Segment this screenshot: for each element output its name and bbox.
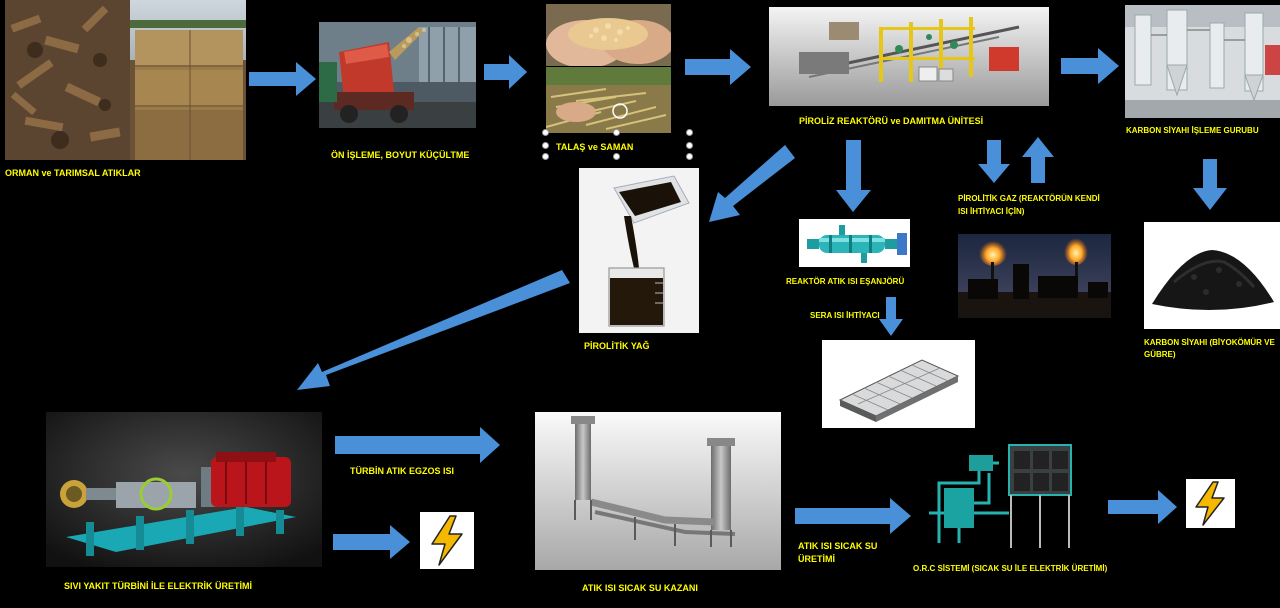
arrow-reactor-to-gas (978, 140, 1010, 183)
arrow-turbine-to-electricity (333, 525, 410, 559)
forest-waste-photo (5, 0, 246, 160)
pretreatment-machine-photo (319, 22, 476, 128)
arrow-sawdust-to-reactor (685, 49, 751, 85)
label-pyrolytic-oil: PİROLİTİK YAĞ (584, 341, 650, 351)
arrow-carbon-plant-to-product (1193, 159, 1227, 210)
label-orc-system: O.R.C SİSTEMİ (SICAK SU İLE ELEKTRİK ÜRE… (913, 564, 1108, 573)
arrow-turbine-exhaust-to-boiler (335, 427, 500, 463)
waste-heat-boiler-render (535, 412, 781, 570)
selection-handle[interactable] (613, 153, 620, 160)
arrow-pretreatment-to-sawdust (484, 55, 527, 89)
label-carbon-black-product: KARBON SİYAHI (BİYOKÖMÜR VE GÜBRE) (1144, 338, 1275, 359)
selection-handle[interactable] (686, 129, 693, 136)
arrow-reactor-to-heat-exchanger (836, 140, 871, 212)
lightning-bolt-icon (1195, 481, 1225, 526)
arrow-waste-to-pretreatment (249, 62, 316, 96)
arrow-reactor-to-oil (709, 145, 795, 222)
selection-handle[interactable] (542, 142, 549, 149)
arrow-oil-to-turbine (297, 270, 570, 390)
pyrolytic-oil-photo (579, 168, 699, 333)
label-turbine-exhaust: TÜRBİN ATIK EGZOS ISI (350, 466, 455, 476)
lightning-bolt-icon (431, 515, 463, 566)
label-liquid-fuel-turbine: SIVI YAKIT TÜRBİNİ İLE ELEKTRİK ÜRETİMİ (64, 581, 253, 591)
heat-exchanger-render (799, 219, 910, 267)
arrow-gas-to-reactor (1022, 137, 1054, 183)
label-pretreatment: ÖN İŞLEME, BOYUT KÜÇÜLTME (331, 150, 470, 160)
selection-handle[interactable] (542, 129, 549, 136)
selection-handle[interactable] (613, 129, 620, 136)
arrow-reactor-to-carbon-plant (1061, 48, 1119, 84)
carbon-black-product-photo (1144, 222, 1280, 329)
pyrolysis-reactor-render (769, 7, 1049, 106)
label-hot-water-production: ATIK ISI SICAK SU ÜRETİMİ (798, 541, 878, 564)
label-sawdust-straw: TALAŞ ve SAMAN (556, 142, 634, 152)
liquid-fuel-turbine-render (46, 412, 322, 567)
label-reactor-heat-exchanger: REAKTÖR ATIK ISI EŞANJÖRÜ (786, 277, 905, 286)
electricity-output-2 (1186, 479, 1235, 528)
label-waste-heat-boiler: ATIK ISI SICAK SU KAZANI (582, 583, 698, 593)
greenhouse-render (822, 340, 975, 428)
arrow-heat-to-greenhouse (879, 297, 903, 336)
arrow-boiler-to-orc (795, 498, 911, 534)
label-pyrolysis-reactor: PİROLİZ REAKTÖRÜ ve DAMITMA ÜNİTESİ (799, 116, 984, 126)
label-pyrolytic-gas: PİROLİTİK GAZ (REAKTÖRÜN KENDİ ISI İHTİY… (958, 194, 1100, 216)
selection-handle[interactable] (686, 142, 693, 149)
label-carbon-black-processing: KARBON SİYAHI İŞLEME GURUBU (1126, 126, 1259, 135)
gas-flare-photo (958, 234, 1111, 318)
sawdust-photo (546, 4, 671, 66)
carbon-black-plant-photo (1125, 5, 1280, 118)
selection-handle[interactable] (686, 153, 693, 160)
selection-handle[interactable] (542, 153, 549, 160)
straw-photo (546, 67, 671, 133)
orc-system-render (919, 443, 1074, 550)
electricity-output-1 (420, 512, 474, 569)
label-greenhouse-heat: SERA ISI İHTİYACI (810, 311, 880, 320)
label-forest-agri-waste: ORMAN ve TARIMSAL ATIKLAR (5, 168, 141, 178)
arrow-orc-to-electricity (1108, 490, 1177, 524)
